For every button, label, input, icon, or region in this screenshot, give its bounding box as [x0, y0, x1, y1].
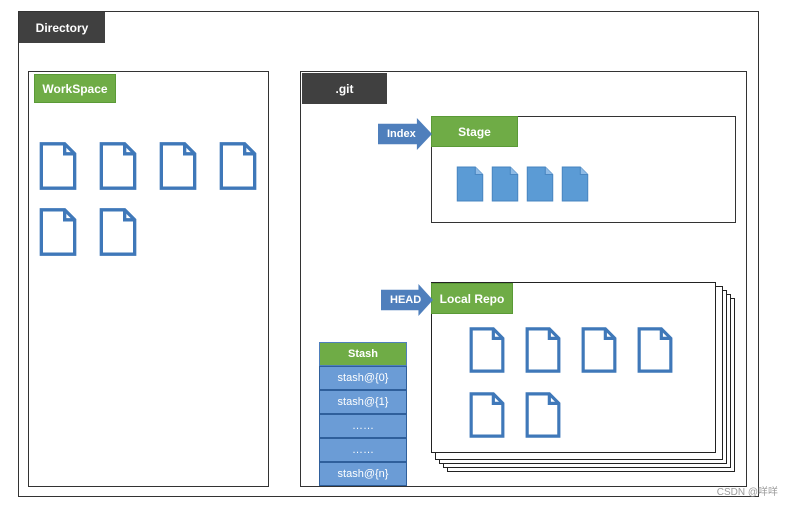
- git-label: .git: [302, 73, 387, 104]
- stash-entry: stash@{n}: [319, 462, 407, 486]
- stash-entry: ……: [319, 414, 407, 438]
- stash-header: Stash: [319, 342, 407, 366]
- index-label: Index: [387, 128, 416, 140]
- file-icon: [158, 140, 198, 192]
- file-icon: [524, 325, 562, 375]
- stage-files: [456, 166, 596, 202]
- repo-files: [468, 325, 678, 445]
- stash-entry: ……: [319, 438, 407, 462]
- stash-table: Stash stash@{0} stash@{1} …… …… stash@{n…: [319, 342, 407, 486]
- file-icon: [468, 390, 506, 440]
- stage-label: Stage: [431, 116, 518, 147]
- file-icon: [636, 325, 674, 375]
- staged-file-icon: [491, 166, 519, 202]
- file-icon: [98, 140, 138, 192]
- head-label: HEAD: [390, 294, 422, 306]
- directory-label: Directory: [19, 12, 105, 43]
- file-icon: [468, 325, 506, 375]
- stash-entry: stash@{1}: [319, 390, 407, 414]
- file-icon: [98, 206, 138, 258]
- file-icon: [580, 325, 618, 375]
- staged-file-icon: [456, 166, 484, 202]
- staged-file-icon: [561, 166, 589, 202]
- local-repo-label: Local Repo: [431, 283, 513, 314]
- watermark: CSDN @咩咩: [716, 487, 778, 498]
- workspace-files: [38, 140, 268, 260]
- file-icon: [38, 206, 78, 258]
- file-icon: [38, 140, 78, 192]
- workspace-label: WorkSpace: [34, 74, 116, 103]
- stash-entry: stash@{0}: [319, 366, 407, 390]
- staged-file-icon: [526, 166, 554, 202]
- workspace-panel: [28, 71, 269, 487]
- file-icon: [524, 390, 562, 440]
- file-icon: [218, 140, 258, 192]
